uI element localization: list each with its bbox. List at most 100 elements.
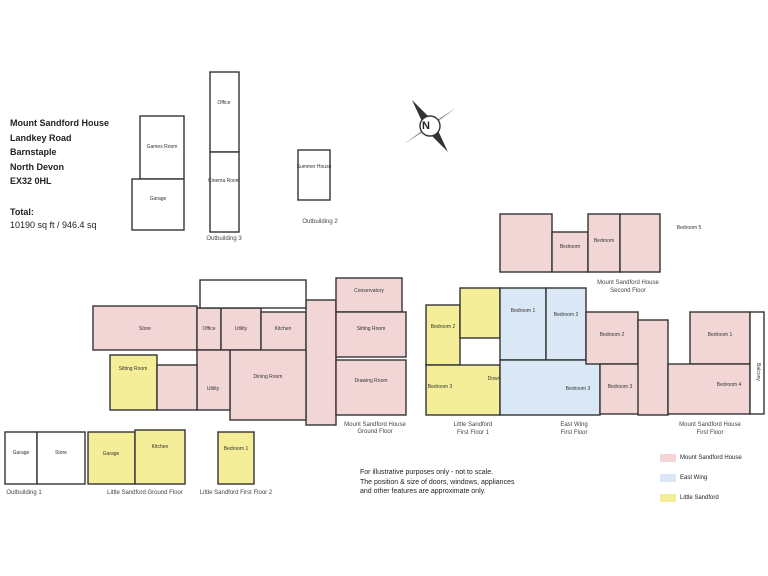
caption-outbuilding-3: Outbuilding 3 bbox=[206, 236, 242, 242]
label-garage-o1: Garage bbox=[13, 450, 30, 456]
msh-bedroom-1 bbox=[689, 311, 751, 365]
msh-bedroom-3 bbox=[599, 363, 641, 415]
outbuilding-3 bbox=[131, 71, 240, 233]
label-lf-bed3: Bedroom 3 bbox=[428, 384, 453, 390]
label-sf-bed: Bedroom bbox=[560, 244, 580, 250]
ls-garage bbox=[87, 431, 136, 485]
legend-label-east-wing: East Wing bbox=[680, 475, 708, 481]
label-sf-bed5: Bedroom 5 bbox=[677, 225, 702, 231]
drawing-room bbox=[335, 359, 407, 416]
label-msh-bed3: Bedroom 3 bbox=[608, 384, 633, 390]
msh-balcony bbox=[749, 311, 765, 415]
label-cinema: Cinema Room bbox=[208, 178, 240, 184]
legend-east-wing: East Wing bbox=[660, 474, 707, 482]
label-ls-garage: Garage bbox=[103, 451, 120, 457]
store-room bbox=[92, 305, 198, 351]
label-msh-bed1: Bedroom 1 bbox=[708, 332, 733, 338]
sf-bedroom-b bbox=[587, 213, 621, 273]
outbuilding-1 bbox=[4, 431, 86, 485]
legend-swatch-little-sandford bbox=[660, 494, 676, 502]
label-garage-o3: Garage bbox=[150, 196, 167, 202]
little-sandford-ground bbox=[87, 354, 198, 485]
caption-outbuilding-2: Outbuilding 2 bbox=[302, 219, 338, 225]
compass-icon bbox=[404, 100, 456, 152]
label-summer: Summer House bbox=[297, 164, 332, 170]
ls-first-floor-1 bbox=[425, 287, 501, 416]
games-room bbox=[139, 115, 185, 180]
label-utility-g: Utility bbox=[235, 326, 248, 332]
caption-little-first-1b: First Floor 1 bbox=[457, 430, 490, 436]
label-ls-sitting: Sitting Room bbox=[119, 366, 148, 372]
legend-little-sandford: Little Sandford bbox=[660, 494, 719, 502]
ls-sitting-room bbox=[109, 354, 158, 411]
caption-ground-floor-2: Ground Floor bbox=[357, 429, 392, 435]
label-store-g: Store bbox=[139, 326, 151, 332]
property-town: Barnstaple bbox=[10, 147, 57, 157]
msh-first-floor bbox=[585, 311, 765, 416]
conservatory-room bbox=[335, 277, 403, 313]
caption-east-wing-2: First Floor bbox=[561, 430, 588, 436]
label-utility-g2: Utility bbox=[207, 386, 220, 392]
label-msh-bed2: Bedroom 2 bbox=[600, 332, 625, 338]
label-dining: Dining Room bbox=[254, 374, 283, 380]
sf-bathroom bbox=[499, 213, 553, 273]
property-street: Landkey Road bbox=[10, 132, 72, 143]
dining-room bbox=[229, 349, 307, 421]
legend-mount-sandford: Mount Sandford House bbox=[660, 454, 742, 462]
office-o3 bbox=[209, 71, 240, 153]
label-office-o3: Office bbox=[218, 100, 231, 106]
disclaimer-line-2: The position & size of doors, windows, a… bbox=[360, 478, 515, 486]
east-wing-first-floor bbox=[499, 287, 601, 416]
label-ls-kitchen: Kitchen bbox=[152, 444, 169, 450]
caption-outbuilding-1: Outbuilding 1 bbox=[6, 490, 42, 496]
lf-bedroom-3 bbox=[425, 364, 501, 416]
caption-second-floor-1: Mount Sandford House bbox=[597, 280, 659, 286]
garage-o3 bbox=[131, 178, 185, 231]
caption-second-floor-2: Second Floor bbox=[610, 288, 646, 294]
legend-swatch-east-wing bbox=[660, 474, 676, 482]
ground-floor bbox=[92, 277, 407, 426]
compass-north-label: N bbox=[422, 120, 430, 132]
label-ew-bed3: Bedroom 3 bbox=[566, 386, 591, 392]
label-conservatory: Conservatory bbox=[354, 288, 384, 294]
sf-bedroom bbox=[551, 231, 589, 273]
summer-house bbox=[297, 149, 331, 201]
ls-stair-area bbox=[156, 364, 198, 411]
caption-little-first-1a: Little Sandford bbox=[454, 422, 493, 428]
caption-msh-first-2: First Floor bbox=[697, 430, 724, 436]
label-msh-bed4: Bedroom 4 bbox=[717, 382, 742, 388]
disclaimer-line-3: and other features are approximate only. bbox=[360, 488, 486, 495]
label-sitting-g: Sitting Room bbox=[357, 326, 386, 332]
label-lf-bed2: Bedroom 2 bbox=[431, 324, 456, 330]
utility-room-2 bbox=[196, 349, 231, 411]
label-games: Games Room bbox=[147, 144, 178, 150]
store-o1 bbox=[36, 431, 86, 485]
ew-bedroom-1 bbox=[499, 287, 547, 361]
property-name: Mount Sandford House bbox=[10, 118, 109, 128]
caption-msh-first-1: Mount Sandford House bbox=[679, 422, 741, 428]
total-title: Total: bbox=[10, 207, 34, 217]
total-value: 10190 sq ft / 946.4 sq bbox=[10, 220, 97, 230]
lf-bedroom-3a bbox=[459, 287, 501, 339]
label-ls-bed1: Bedroom 1 bbox=[224, 446, 249, 452]
kitchen-room bbox=[260, 311, 307, 353]
disclaimer: For illustrative purposes only - not to … bbox=[360, 468, 550, 497]
caption-little-first-2: Little Sandford First Floor 2 bbox=[200, 490, 273, 496]
label-ew-bed1: Bedroom 1 bbox=[511, 308, 536, 314]
property-address: Mount Sandford House Landkey Road Barnst… bbox=[10, 116, 109, 189]
sitting-room bbox=[335, 311, 407, 358]
ew-bedroom-3 bbox=[499, 359, 601, 416]
caption-little-ground: Little Sandford Ground Floor bbox=[107, 490, 183, 496]
garage-o1 bbox=[4, 431, 38, 485]
ls-first-floor-2 bbox=[217, 431, 255, 485]
msh-bedroom-2 bbox=[585, 311, 639, 365]
label-balcony: Balcony bbox=[755, 363, 761, 381]
property-county: North Devon bbox=[10, 161, 64, 172]
legend-label-little-sandford: Little Sandford bbox=[680, 495, 719, 501]
label-kitchen-g: Kitchen bbox=[275, 326, 292, 332]
label-store-o1: Store bbox=[55, 450, 67, 456]
caption-ground-floor-1: Mount Sandford House bbox=[344, 422, 406, 428]
lf-bedroom-2 bbox=[425, 304, 461, 366]
